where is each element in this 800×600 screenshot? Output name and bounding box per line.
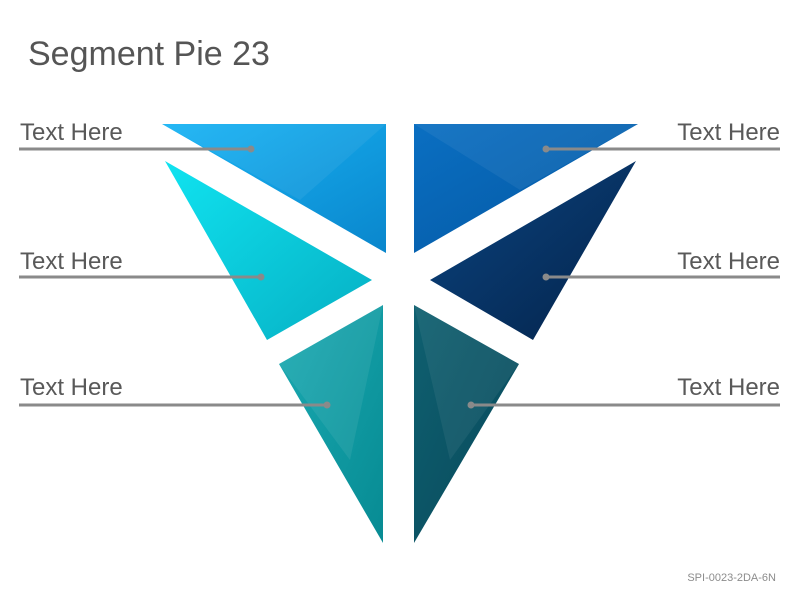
label-left-bottom: Text Here xyxy=(20,374,123,401)
label-left-middle: Text Here xyxy=(20,248,123,275)
segment-right-top xyxy=(414,124,638,253)
leader-dot-right-bottom xyxy=(467,401,475,409)
segment-left-bottom-sheen xyxy=(279,305,383,460)
segment-left-bottom xyxy=(279,305,383,543)
segment-right-bottom xyxy=(414,305,519,543)
segment-right-top-sheen xyxy=(414,124,638,190)
leader-dot-left-middle xyxy=(257,273,265,281)
label-right-top: Text Here xyxy=(677,119,780,146)
leader-dot-left-bottom xyxy=(323,401,331,409)
leader-dot-right-top xyxy=(542,145,550,153)
label-left-top: Text Here xyxy=(20,119,123,146)
slide-code: SPI-0023-2DA-6N xyxy=(687,572,776,584)
label-right-middle: Text Here xyxy=(677,248,780,275)
label-right-bottom: Text Here xyxy=(677,374,780,401)
segment-left-top xyxy=(162,124,386,253)
segment-left-middle xyxy=(165,161,372,340)
segment-right-middle xyxy=(430,161,636,340)
segment-right-bottom-sheen xyxy=(414,305,519,460)
page-title: Segment Pie 23 xyxy=(28,35,270,73)
leader-dot-left-top xyxy=(247,145,255,153)
segment-left-top-sheen xyxy=(162,124,386,200)
leader-dot-right-middle xyxy=(542,273,550,281)
